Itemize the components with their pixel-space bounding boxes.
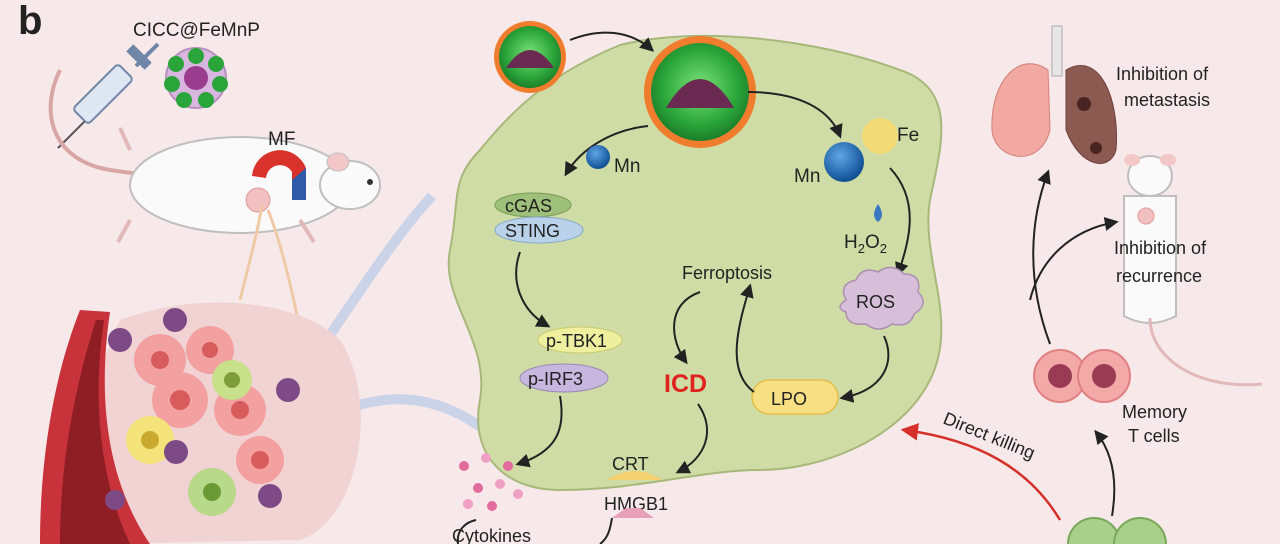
metastasis-line2: metastasis: [1124, 90, 1210, 110]
magnet-icon: [252, 150, 306, 200]
mn-ion-icon: [824, 142, 864, 182]
crt-marker-icon: [606, 471, 662, 480]
memory-line2: T cells: [1128, 426, 1180, 446]
ros-cloud-icon: [839, 266, 924, 330]
h2o2-label: H2O2: [844, 232, 887, 256]
recurrence-line2: recurrence: [1116, 266, 1202, 286]
cytokines-label: Cytokines: [452, 526, 531, 544]
mn-ion-small-icon: [586, 145, 610, 169]
syringe-icon: [57, 42, 160, 149]
hmgb1-marker-icon: [612, 508, 654, 518]
cytokine-dots-icon: [459, 453, 523, 511]
pirf3-label: p-IRF3: [528, 369, 583, 389]
fe-ion-icon: [862, 118, 898, 154]
mn-release-label: Mn: [614, 156, 640, 177]
fe-ion-label: Fe: [897, 125, 919, 146]
ferroptosis-label: Ferroptosis: [682, 263, 772, 283]
ptbk1-pirf3-complex: [519, 326, 623, 393]
ros-label: ROS: [856, 292, 895, 312]
memory-line1: Memory: [1122, 402, 1187, 422]
magnetic-field-label: MF: [268, 129, 295, 150]
mn-ion-label: Mn: [794, 166, 820, 187]
sting-label: STING: [505, 221, 560, 241]
recurrence-line1: Inhibition of: [1114, 238, 1207, 258]
tumor-tissue-illustration: [40, 302, 361, 544]
nanoparticle-inner-icon: [644, 36, 756, 148]
cgas-sting-complex: [494, 192, 584, 244]
metastasis-line1: Inhibition of: [1116, 64, 1209, 84]
hmgb1-label: HMGB1: [604, 494, 668, 514]
lungs-icon: [991, 25, 1118, 164]
lpo-label: LPO: [771, 389, 807, 409]
mouse-standing-icon: [1123, 154, 1263, 387]
panel-letter: b: [18, 0, 42, 43]
nanoparticle-outer-icon: [494, 21, 566, 93]
nanoparticle-cluster-icon: [164, 47, 228, 109]
nanoparticle-label: CICC@FeMnP: [133, 20, 260, 41]
cgas-label: cGAS: [505, 196, 552, 216]
crt-label: CRT: [612, 454, 649, 474]
memory-t-cells-icon: [1033, 349, 1131, 403]
t-cells-bottom-icon: [1067, 517, 1167, 544]
lpo-pill: [751, 379, 839, 415]
h2o2-droplet-icon: [874, 204, 882, 222]
icd-label: ICD: [664, 370, 707, 398]
ptbk1-label: p-TBK1: [546, 331, 607, 351]
